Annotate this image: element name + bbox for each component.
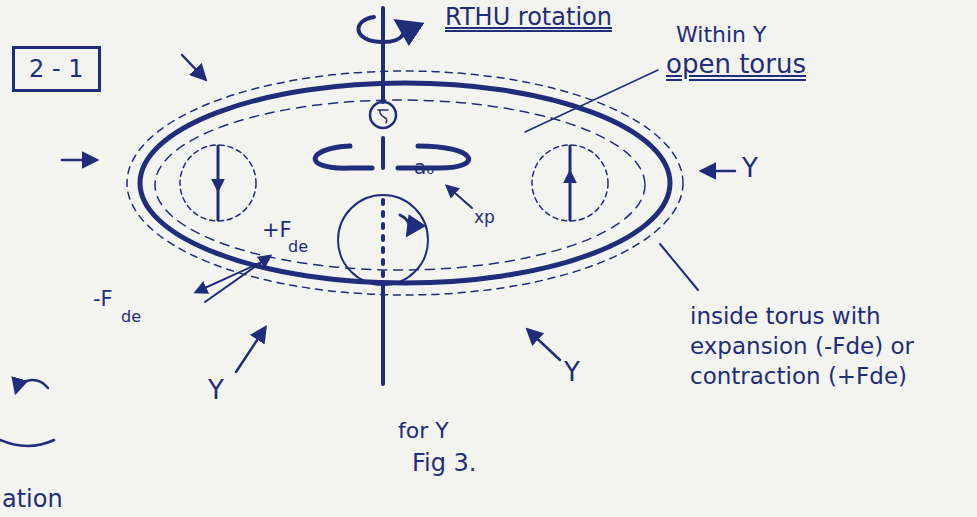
region-label: open torus [666, 50, 806, 80]
figure-number-box: 2 - 1 [12, 46, 101, 92]
field-label: Y [564, 358, 580, 388]
region-label: Within Y [676, 22, 766, 47]
force-label: +F [262, 218, 292, 242]
axis-label: a₀ [414, 156, 434, 179]
note-text: inside torus with expansion (-Fde) or co… [690, 302, 960, 392]
figure-caption: for Y [398, 418, 449, 443]
force-label: -F [93, 287, 113, 311]
point-label: xp [474, 208, 495, 228]
field-label: Y [208, 376, 224, 406]
cut-text: ation [2, 486, 63, 514]
figure-caption: Fig 3. [412, 450, 477, 478]
figure-number: 2 - 1 [29, 55, 84, 83]
force-subscript: de [121, 308, 141, 326]
force-subscript: de [288, 238, 308, 256]
rotation-label: RTHU rotation [445, 4, 612, 32]
field-label: Y [742, 154, 758, 184]
